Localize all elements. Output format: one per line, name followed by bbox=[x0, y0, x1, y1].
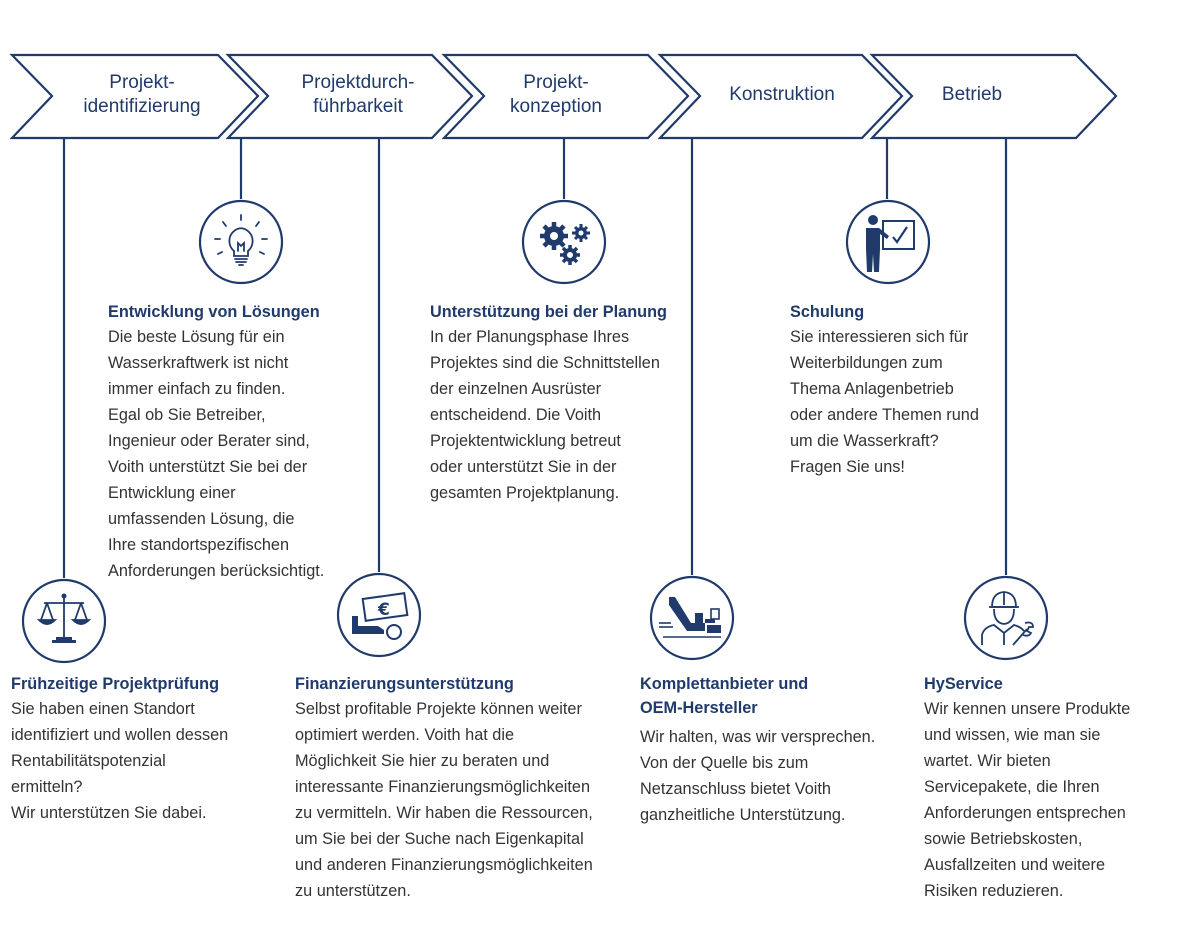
service-financing: Finanzierungsunterstützung Selbst profit… bbox=[295, 672, 625, 904]
svg-text:€: € bbox=[377, 600, 390, 620]
service-financing-title: Finanzierungsunterstützung bbox=[295, 675, 514, 693]
phase-label-1: Projekt- identifizierung bbox=[83, 72, 201, 117]
service-training-body: Sie interessieren sich für Weiterbildung… bbox=[790, 328, 979, 476]
service-hyservice: HyService Wir kennen unsere Produkte und… bbox=[924, 672, 1174, 904]
service-technician-icon bbox=[963, 575, 1049, 661]
service-assessment-body: Sie haben einen Standort identifiziert u… bbox=[11, 700, 229, 822]
service-turnkey: Komplettanbieter und OEM-Hersteller Wir … bbox=[640, 672, 910, 828]
service-planning-body: In der Planungsphase Ihres Projektes sin… bbox=[430, 328, 660, 502]
service-solutions-body: Die beste Lösung für ein Wasserkraftwerk… bbox=[108, 328, 325, 580]
service-assessment: Frühzeitige Projektprüfung Sie haben ein… bbox=[11, 672, 271, 826]
service-planning-title: Unterstützung bei der Planung bbox=[430, 303, 667, 321]
euro-money-icon: € bbox=[336, 572, 422, 658]
service-turnkey-body: Wir halten, was wir versprechen. Von der… bbox=[640, 728, 876, 824]
teacher-board-icon bbox=[845, 199, 931, 285]
phase-chevron-5 bbox=[869, 53, 1118, 140]
phase-chevron-1 bbox=[9, 53, 260, 140]
lightbulb-icon bbox=[198, 199, 284, 285]
service-hyservice-body: Wir kennen unsere Produkte und wissen, w… bbox=[924, 700, 1131, 900]
gears-icon bbox=[521, 199, 607, 285]
service-financing-body: Selbst profitable Projekte können weiter… bbox=[295, 700, 593, 900]
powerplant-icon bbox=[649, 575, 735, 661]
scales-icon bbox=[21, 578, 107, 664]
service-training-title: Schulung bbox=[790, 303, 865, 321]
phase-label-4: Konstruktion bbox=[729, 84, 835, 105]
service-solutions: Entwicklung von Lösungen Die beste Lösun… bbox=[108, 300, 348, 584]
phase-label-3: Projekt- konzeption bbox=[510, 72, 602, 117]
service-solutions-title: Entwicklung von Lösungen bbox=[108, 303, 320, 321]
phase-label-5: Betrieb bbox=[941, 84, 1003, 105]
phase-chevron-3 bbox=[441, 53, 690, 140]
service-hyservice-title: HyService bbox=[924, 675, 1003, 693]
service-planning: Unterstützung bei der Planung In der Pla… bbox=[430, 300, 690, 506]
phase-chevron-2 bbox=[225, 53, 474, 140]
phase-chevron-4 bbox=[657, 53, 904, 140]
service-training: Schulung Sie interessieren sich für Weit… bbox=[790, 300, 1010, 480]
service-turnkey-title: Komplettanbieter und OEM-Hersteller bbox=[640, 675, 809, 717]
service-assessment-title: Frühzeitige Projektprüfung bbox=[11, 675, 220, 693]
phase-label-2: Projektdurch- führbarkeit bbox=[301, 72, 415, 117]
